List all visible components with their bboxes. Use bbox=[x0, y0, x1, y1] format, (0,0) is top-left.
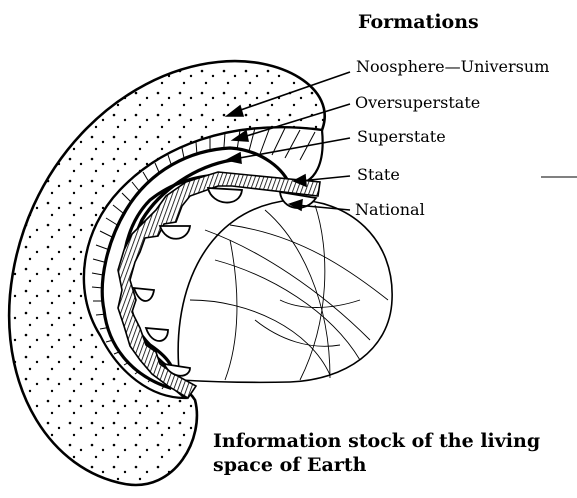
leader-lines bbox=[224, 71, 577, 212]
globe-region bbox=[177, 199, 393, 384]
label-superstate: Superstate bbox=[357, 127, 446, 146]
caption-line-1: Information stock of the living bbox=[213, 430, 540, 452]
noosphere-band bbox=[7, 59, 326, 487]
title: Formations bbox=[358, 11, 479, 33]
state-band bbox=[117, 171, 321, 400]
label-noosphere: Noosphere—Universum bbox=[356, 57, 549, 76]
caption-line-2: space of Earth bbox=[213, 454, 367, 476]
label-state: State bbox=[357, 165, 400, 184]
label-oversuperstate: Oversuperstate bbox=[355, 93, 480, 112]
label-national: National bbox=[355, 200, 425, 219]
